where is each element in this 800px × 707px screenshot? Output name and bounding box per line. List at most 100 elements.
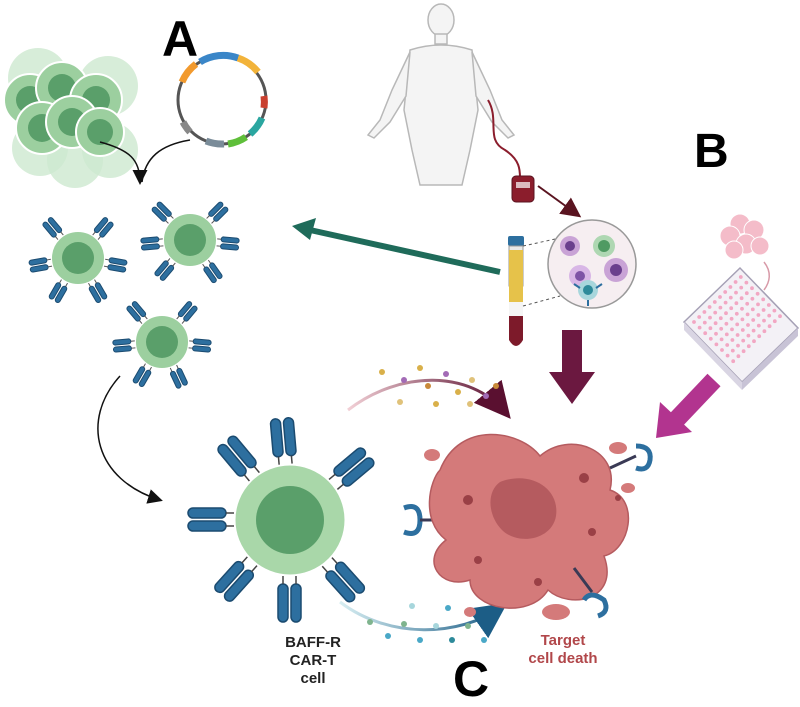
well-plate — [682, 266, 800, 390]
plate-well — [744, 291, 749, 296]
plate-well — [741, 349, 746, 354]
plate-well — [718, 295, 722, 299]
plate-well — [767, 324, 772, 329]
plate-well — [728, 295, 733, 300]
plate-well — [772, 319, 777, 324]
blood-bag — [511, 175, 535, 203]
plate-well — [740, 317, 745, 322]
arrow-cells-to-plate — [763, 261, 770, 291]
plate-well — [762, 318, 766, 323]
plate-well — [741, 338, 746, 343]
plate-well — [751, 328, 756, 333]
plate-well — [728, 285, 733, 289]
plate-well — [719, 326, 724, 331]
plate-well — [707, 305, 712, 309]
plate-well — [761, 308, 766, 312]
car-t-cell-small-2 — [140, 200, 240, 285]
arrow-bag-to-cells — [537, 185, 582, 218]
blood-tube-line — [487, 99, 521, 179]
arrow-tube-to-target — [549, 330, 595, 404]
car-t-cell-small-1 — [28, 216, 128, 304]
cell-cluster — [3, 48, 138, 188]
plate-well — [718, 305, 723, 310]
cytokine-arc-bottom — [339, 600, 508, 639]
blood-collection-tube — [508, 236, 524, 346]
plate-well — [725, 353, 730, 358]
arrow-plate-to-target — [656, 373, 721, 438]
panel-label-a: A — [162, 11, 199, 67]
plate-well — [739, 296, 744, 301]
car-t-cell-small-3 — [112, 300, 212, 390]
arrow-plasmid-to-merge — [141, 139, 191, 183]
plate-well — [733, 280, 738, 284]
patient-figure — [366, 3, 516, 186]
plate-well — [746, 333, 751, 338]
car-t-label-line: CAR-T — [289, 652, 337, 669]
plate-well — [752, 339, 756, 344]
plate-well — [729, 306, 734, 311]
target-label-line: cell death — [528, 650, 598, 667]
plate-well — [730, 327, 734, 332]
car-t-label-line: cell — [300, 670, 326, 687]
plate-well — [757, 334, 762, 339]
plate-well — [766, 303, 771, 307]
plate-well — [697, 325, 702, 330]
target-cell-death-label: Target cell death — [508, 632, 618, 668]
plate-well — [739, 285, 744, 290]
plate-well — [745, 301, 750, 306]
plate-well — [714, 342, 719, 347]
plate-well — [750, 296, 755, 301]
plate-well — [734, 311, 739, 316]
plate-well — [718, 316, 723, 321]
plate-well — [692, 320, 696, 324]
plasmid — [176, 51, 268, 148]
target-antigen-bottom — [572, 567, 609, 619]
plate-well — [745, 312, 750, 317]
plate-well — [740, 328, 745, 332]
plate-well — [735, 322, 740, 327]
cytokine-dots-bottom — [367, 603, 487, 643]
plate-well — [724, 332, 729, 337]
plate-well — [720, 348, 724, 352]
cytokine-dots-top — [379, 365, 499, 407]
target-label-line: Target — [540, 632, 586, 649]
plate-well — [735, 333, 740, 337]
cell-line-cluster — [719, 213, 770, 260]
panel-label-c: C — [453, 651, 490, 707]
plate-well — [725, 343, 730, 347]
cytokine-arc-top — [347, 378, 511, 419]
plate-well — [772, 308, 777, 313]
plate-well — [744, 280, 749, 285]
plate-well — [750, 307, 755, 312]
plate-well — [703, 331, 708, 336]
plate-well — [697, 315, 702, 319]
plate-well — [746, 344, 751, 349]
plate-well — [738, 275, 743, 279]
plate-well — [708, 336, 713, 341]
plate-well — [731, 359, 736, 364]
plate-well — [730, 348, 735, 353]
car-t-cell-label: BAFF-R CAR-T cell — [268, 634, 358, 688]
plate-well — [740, 306, 744, 311]
plate-well — [714, 331, 718, 336]
plate-well — [734, 290, 738, 295]
plate-well — [734, 301, 739, 306]
plate-well — [730, 338, 735, 342]
plate-well — [713, 321, 718, 326]
plate-well — [756, 302, 760, 307]
plate-well — [729, 316, 734, 321]
plate-well — [756, 313, 761, 317]
target-antigen-top — [609, 443, 653, 472]
plate-well — [719, 337, 724, 342]
plate-well — [750, 286, 754, 291]
arrow-to-car-t — [97, 375, 163, 504]
plate-well — [736, 354, 741, 359]
car-t-label-line: BAFF-R — [285, 634, 341, 651]
plate-well — [708, 315, 712, 320]
plate-well — [723, 300, 728, 305]
plate-well — [712, 300, 717, 304]
plate-well — [713, 310, 718, 315]
plate-well — [756, 323, 761, 328]
plate-well — [751, 318, 756, 322]
